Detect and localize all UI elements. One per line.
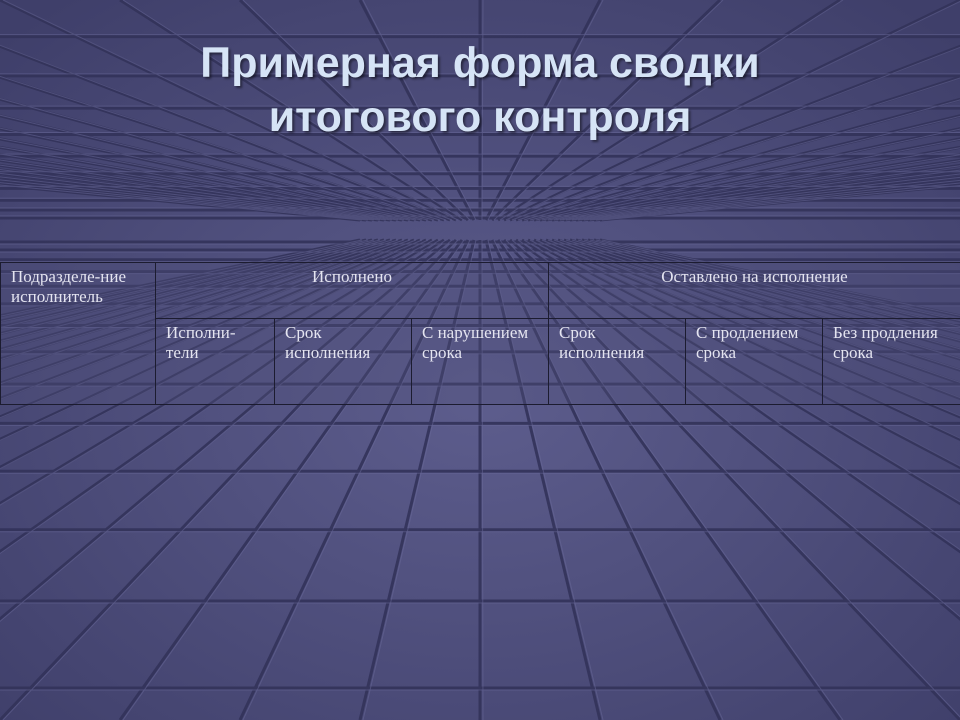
header-done: Исполнено xyxy=(155,262,549,319)
table-header-row: Подразделе-ние исполнитель Исполнено Ост… xyxy=(0,262,960,405)
header-subdivision: Подразделе-ние исполнитель xyxy=(0,262,156,405)
subheader-not-extended: Без продления срока xyxy=(822,318,960,405)
subheader-deadline-left: Срок исполнения xyxy=(548,318,686,405)
subheader-deadline-done: Срок исполнения xyxy=(274,318,412,405)
header-left-for-execution: Оставлено на исполнение xyxy=(548,262,960,319)
subheader-executors: Исполни-тели xyxy=(155,318,275,405)
table-subheader-row: Исполни-тели Срок исполнения С нарушение… xyxy=(1,318,960,405)
summary-table: Подразделе-ние исполнитель Исполнено Ост… xyxy=(0,262,960,405)
subheader-violated: С нарушением срока xyxy=(411,318,549,405)
slide-title-line-1: Примерная форма сводки xyxy=(200,39,760,87)
subheader-extended: С продлением срока xyxy=(685,318,823,405)
slide-title: Примерная форма сводки итогового контрол… xyxy=(0,36,960,144)
slide-title-line-2: итогового контроля xyxy=(268,93,692,141)
